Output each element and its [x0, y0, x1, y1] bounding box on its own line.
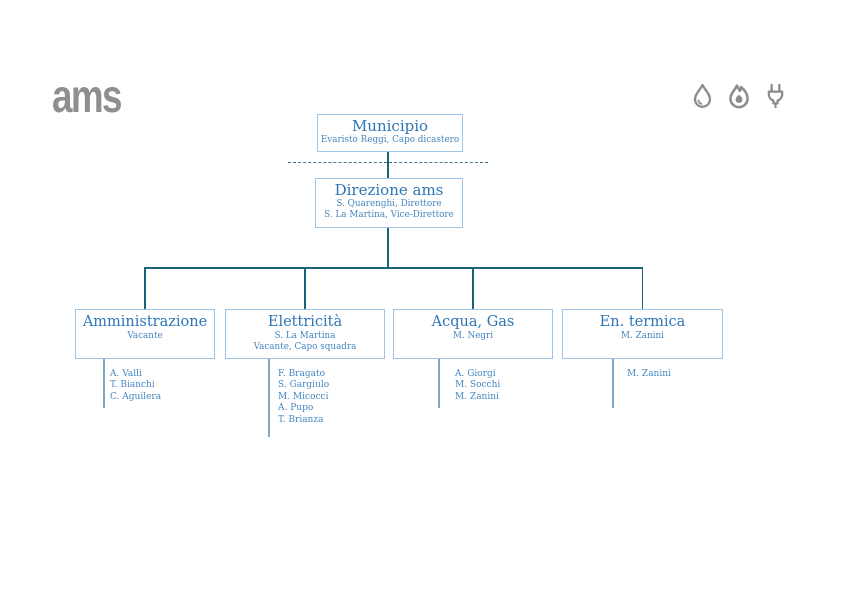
en-termica-line-1: M. Zanini — [621, 331, 664, 341]
staff-name: S. Gargiulo — [278, 380, 330, 391]
plug-icon — [767, 83, 784, 109]
elettricit-line-1: S. La Martina — [274, 331, 336, 341]
direzione-line-2: S. La Martina, Vice-Direttore — [324, 209, 454, 220]
staff-name: M. Zanini — [455, 391, 499, 402]
acqua-gas-staff-stub-line — [438, 359, 440, 408]
elettricit-line-2: Vacante, Capo squadra — [253, 341, 357, 352]
connector-municipio-direzione — [387, 152, 389, 178]
staff-name: M. Micocci — [278, 391, 329, 402]
connector-rail-en-termica — [641, 267, 644, 309]
acqua-gas-line-1: M. Negri — [452, 331, 494, 341]
flame-icon — [729, 84, 749, 109]
staff-name: C. Aguilera — [110, 391, 162, 402]
staff-name: M. Socchi — [455, 380, 501, 391]
amministrazione-line-1: Vacante — [127, 331, 163, 341]
en-termica-title: En. termica — [599, 314, 686, 330]
connector-direzione-rail — [387, 228, 389, 268]
amministrazione-title: Amministrazione — [82, 314, 208, 330]
municipio-box: Municipio Evaristo Reggi, Capo dicastero — [317, 114, 463, 152]
direzione-title: Direzione ams — [334, 181, 444, 199]
staff-name: A. Giorgi — [455, 369, 496, 379]
municipio-subtitle: Evaristo Reggi, Capo dicastero — [320, 135, 460, 145]
direzione-box: Direzione ams S. Quarenghi, Direttore S.… — [315, 178, 463, 228]
connector-rail-amministrazione — [144, 267, 146, 309]
staff-name: T. Brianza — [278, 414, 324, 425]
staff-name: M. Zanini — [627, 369, 671, 379]
connector-rail-elettricit — [304, 267, 306, 309]
municipio-title: Municipio — [351, 117, 429, 135]
company-logo: ams — [52, 70, 122, 122]
staff-name: A. Valli — [110, 369, 142, 379]
acqua-gas-title: Acqua, Gas — [431, 314, 515, 330]
elettricit-title: Elettricità — [267, 314, 343, 330]
elettricit-staff-stub-line — [268, 359, 270, 437]
staff-name: T. Bianchi — [110, 380, 155, 391]
en-termica-staff-list: M. Zanini — [627, 369, 671, 380]
staff-name: F. Bragato — [278, 369, 326, 379]
amministrazione-staff-stub-line — [103, 359, 105, 408]
en-termica-staff-stub-line — [612, 359, 614, 408]
connector-rail-acqua-gas — [472, 267, 474, 309]
direzione-line-1: S. Quarenghi, Direttore — [336, 199, 442, 209]
department-rail — [145, 267, 643, 269]
water-drop-icon — [693, 83, 712, 108]
utility-icons — [690, 82, 788, 112]
staff-name: A. Pupo — [278, 403, 314, 414]
